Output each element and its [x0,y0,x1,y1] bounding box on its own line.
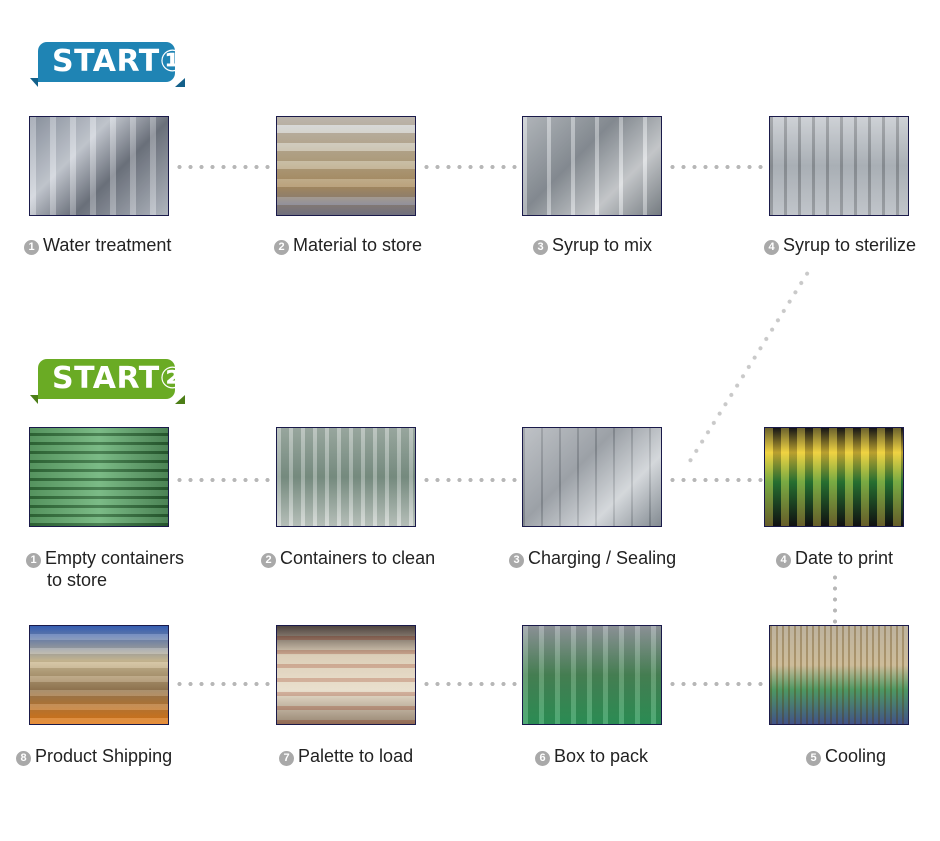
step-text: Product Shipping [35,746,173,766]
connector-p2-3-4 [667,478,763,482]
step-number-badge: 1 [26,553,41,568]
step-number-badge: 2 [274,240,289,255]
step-label: 4 Syrup to sterilize [764,234,916,256]
connector-p2-2-3 [421,478,521,482]
step-label: 3 Charging / Sealing [509,547,676,569]
step-label: 8 Product Shipping [16,745,172,767]
step-text: Syrup to sterilize [783,235,917,255]
step-text: Water treatment [43,235,172,255]
start1-banner: START① [30,42,190,88]
step-number-badge: 4 [776,553,791,568]
date-print-photo [764,427,904,527]
step-number-badge: 2 [261,553,276,568]
step-label: 4 Date to print [776,547,893,569]
step-label: 1 Water treatment [24,234,171,256]
syrup-mix-photo [522,116,662,216]
step-number-badge: 5 [806,751,821,766]
connector-p2-8-7 [174,682,274,686]
step-text: Charging / Sealing [528,548,677,568]
product-shipping-photo [29,625,169,725]
step-label: 3 Syrup to mix [533,234,652,256]
charging-sealing-photo [522,427,662,527]
material-store-photo [276,116,416,216]
step-text: Palette to load [298,746,414,766]
step-text: Material to store [293,235,423,255]
step-text-line2: to store [47,570,108,590]
start2-banner: START② [30,359,190,405]
step-text: Syrup to mix [552,235,653,255]
step-number-badge: 3 [533,240,548,255]
step-text: Date to print [795,548,894,568]
step-label: 5 Cooling [806,745,886,767]
containers-clean-photo [276,427,416,527]
connector-p2-6-5 [667,682,767,686]
step-number-badge: 4 [764,240,779,255]
step-number-badge: 1 [24,240,39,255]
step-text: Containers to clean [280,548,436,568]
empty-containers-photo [29,427,169,527]
start2-label: START② [52,361,186,396]
box-pack-photo [522,625,662,725]
syrup-sterilize-photo [769,116,909,216]
step-label: 2 Material to store [274,234,422,256]
step-label: 1 Empty containers to store [26,547,184,591]
step-text: Box to pack [554,746,649,766]
cooling-photo [769,625,909,725]
step-number-badge: 3 [509,553,524,568]
step-number-badge: 7 [279,751,294,766]
connector-p2-1-2 [174,478,274,482]
connector-p2-7-6 [421,682,521,686]
step-number-badge: 6 [535,751,550,766]
connector-p2-4-5 [833,572,837,624]
step-number-badge: 8 [16,751,31,766]
step-label: 2 Containers to clean [261,547,435,569]
connector-p1-1-2 [174,165,274,169]
palette-load-photo [276,625,416,725]
connector-p1-3-4 [667,165,767,169]
step-label: 7 Palette to load [279,745,413,767]
start1-label: START① [52,44,186,79]
water-treatment-photo [29,116,169,216]
step-text: Empty containers [45,548,185,568]
step-label: 6 Box to pack [535,745,648,767]
step-text: Cooling [825,746,887,766]
connector-p1-2-3 [421,165,521,169]
